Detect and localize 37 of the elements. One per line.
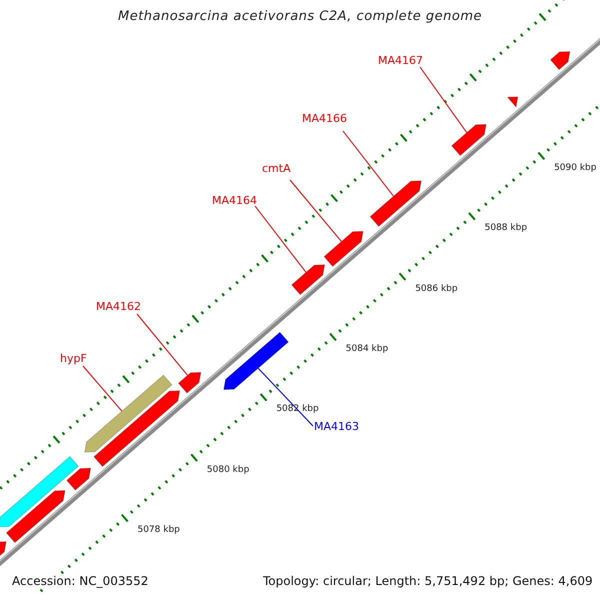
scale-label: 5088 kbp: [484, 222, 528, 236]
gene-block: [223, 332, 289, 390]
gene-block: [178, 372, 202, 394]
leader-line: [342, 130, 394, 197]
gene-label: cmtA: [262, 162, 291, 175]
leader-line: [290, 180, 342, 242]
gene-block: [0, 456, 79, 528]
map-note: Topology: circular; Length: 5,751,492 bp; Genes: 4,609: [261, 574, 595, 589]
scale-label: 5080 kbp: [206, 464, 250, 477]
gene-block: [6, 490, 66, 544]
gene-block: [507, 96, 518, 108]
gene-block: [370, 180, 422, 227]
gene-block: [550, 51, 570, 70]
gene-block: [324, 231, 364, 267]
leader-line: [136, 314, 188, 376]
scale-label: 5084 kbp: [346, 342, 388, 356]
gene-block: [84, 374, 172, 452]
gene-label: MA4162: [96, 300, 142, 313]
scale-label: 5090 kbp: [554, 162, 596, 175]
scale-label: 5078 kbp: [137, 524, 180, 538]
gene-label: MA4163: [314, 420, 360, 433]
gene-block: [291, 264, 325, 296]
leader-line: [258, 368, 314, 426]
gene-label: MA4164: [212, 194, 258, 207]
leader-line: [420, 66, 468, 134]
leader-line: [254, 206, 307, 273]
gene-label: MA4166: [302, 112, 348, 125]
gene-block: [66, 468, 92, 491]
map-title: Methanosarcina acetivorans C2A, complete genome: [116, 10, 484, 23]
scale-label: 5082 kbp: [276, 403, 319, 416]
map-note: Accession: NC_003552: [10, 574, 150, 589]
gene-label: MA4167: [378, 54, 424, 67]
gene-block: [451, 124, 486, 156]
gene-block: [94, 390, 180, 467]
scale-label: 5086 kbp: [415, 282, 458, 296]
leader-line: [82, 366, 122, 412]
gene-label: hypF: [60, 352, 87, 365]
